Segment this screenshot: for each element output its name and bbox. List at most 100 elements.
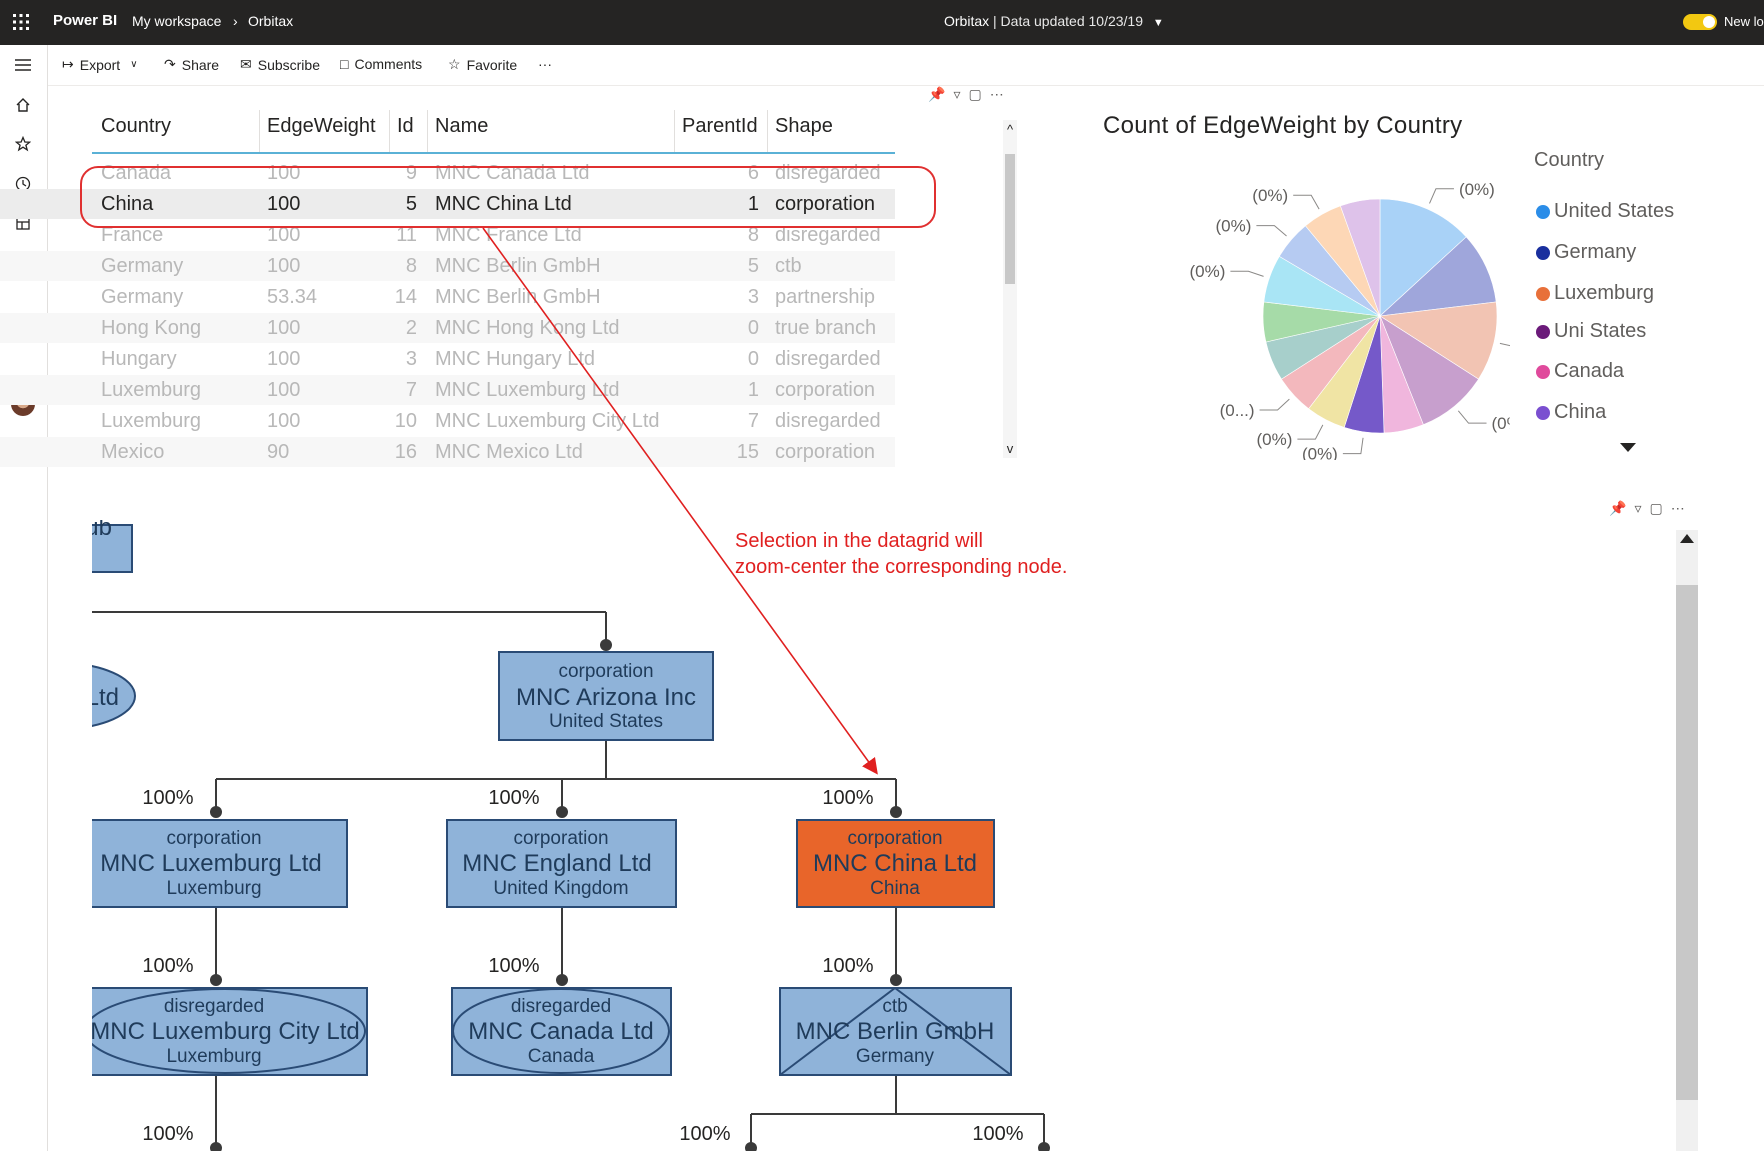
focus-mode-icon[interactable]: ▢ — [968, 86, 982, 102]
more-options-icon[interactable]: ⋯ — [1670, 500, 1685, 516]
app-launcher-icon[interactable] — [12, 13, 30, 31]
node-name-label: MNC Luxemburg City Ltd — [90, 1018, 359, 1045]
table-cell-id: 10 — [394, 410, 417, 432]
legend-more-icon[interactable] — [1620, 443, 1636, 452]
pie-slice[interactable] — [1379, 236, 1497, 317]
diagram-scrollbar[interactable] — [1676, 530, 1698, 1151]
legend-label: Canada — [1554, 360, 1625, 382]
node-mnc-canada-ltd[interactable]: disregarded MNC Canada Ltd Canada — [451, 987, 672, 1076]
filter-icon[interactable]: ▿ — [953, 86, 961, 102]
table-cell-id: 11 — [396, 224, 417, 246]
favorite-label: Favorite — [466, 56, 518, 73]
legend-item[interactable]: Luxemburg — [1536, 282, 1654, 305]
column-header-shape[interactable]: Shape — [775, 115, 833, 137]
legend-label: Germany — [1554, 241, 1637, 263]
node-name-label: MNC China Ltd — [813, 850, 977, 877]
table-cell-shape: partnership — [775, 286, 876, 308]
comments-button[interactable]: □ Comments — [340, 56, 422, 72]
column-separator[interactable] — [389, 110, 390, 152]
legend-item[interactable]: China — [1536, 401, 1606, 424]
more-options-button[interactable]: ··· — [538, 56, 552, 72]
edge-percent-label: 100% — [488, 955, 539, 977]
node-mnc-china-ltd-selected[interactable]: corporation MNC China Ltd China — [796, 819, 995, 908]
share-icon: ↷ — [164, 56, 176, 72]
column-separator[interactable] — [767, 110, 768, 152]
legend-item[interactable]: United States — [1536, 200, 1674, 223]
column-separator[interactable] — [259, 110, 260, 152]
pie-slice[interactable] — [1379, 301, 1498, 380]
column-header-parentid[interactable]: ParentId — [682, 115, 758, 137]
column-separator[interactable] — [427, 110, 428, 152]
new-look-toggle[interactable] — [1683, 14, 1717, 30]
export-button[interactable]: ↦ Export ∨ — [62, 56, 138, 73]
data-updated-label: Data updated 10/23/19 — [1000, 13, 1144, 29]
pin-icon[interactable]: 📌 — [928, 86, 946, 102]
favorites-star-icon[interactable] — [12, 133, 34, 155]
focus-mode-icon[interactable]: ▢ — [1649, 500, 1663, 516]
filter-icon[interactable]: ▿ — [1634, 500, 1642, 516]
subscribe-button[interactable]: ✉ Subscribe — [240, 56, 320, 73]
power-bi-logo[interactable]: Power BI — [53, 12, 118, 29]
node-mnc-arizona-inc[interactable]: corporation MNC Arizona Inc United State… — [498, 651, 714, 741]
share-button[interactable]: ↷ Share — [164, 56, 219, 73]
legend-item[interactable]: Germany — [1536, 241, 1636, 264]
table-cell-shape: corporation — [775, 379, 876, 401]
table-cell-country: France — [101, 224, 164, 246]
node-mnc-luxemburg-ltd[interactable]: corporation MNC Luxemburg Ltd Luxemburg — [84, 819, 348, 908]
legend-item[interactable]: Canada — [1536, 360, 1624, 383]
more-options-icon[interactable]: ⋯ — [989, 86, 1004, 102]
pie-slice[interactable] — [1379, 198, 1467, 317]
table-cell-name: MNC Berlin GmbH — [435, 286, 601, 308]
legend-title: Country — [1534, 149, 1605, 171]
node-country-label: Germany — [856, 1046, 935, 1067]
node-mnc-luxemburg-city-ltd[interactable]: disregarded MNC Luxemburg City Ltd Luxem… — [84, 987, 368, 1076]
scroll-up-icon[interactable]: ^ — [1006, 122, 1014, 137]
table-cell-shape: disregarded — [775, 348, 881, 370]
scroll-thumb[interactable] — [1676, 585, 1698, 1100]
table-cell-parent: 8 — [747, 224, 759, 246]
pie-data-label: (0...) — [1220, 401, 1255, 420]
home-icon[interactable] — [12, 94, 34, 116]
scroll-up-icon[interactable] — [1680, 534, 1694, 543]
legend-swatch — [1536, 286, 1550, 301]
table-cell-id: 2 — [405, 317, 417, 339]
partial-node-top[interactable]: ub — [70, 514, 133, 573]
partial-node-ellipse[interactable]: Ltd — [0, 663, 136, 729]
favorite-button[interactable]: ☆ Favorite — [448, 56, 517, 73]
diagram-visual-header-icons: 📌 ▿ ▢ ⋯ — [1609, 500, 1685, 517]
scroll-thumb[interactable] — [1005, 154, 1015, 284]
node-name-label: MNC Luxemburg Ltd — [100, 850, 321, 877]
scroll-down-icon[interactable]: v — [1006, 441, 1014, 456]
table-scrollbar[interactable]: ^ v — [1003, 120, 1017, 458]
table-cell-parent: 0 — [747, 348, 759, 370]
pie-slice[interactable] — [1379, 315, 1479, 426]
column-header-edgeweight[interactable]: EdgeWeight — [267, 115, 376, 137]
breadcrumb-workspace[interactable]: My workspace — [132, 13, 222, 29]
report-title-dropdown[interactable]: Orbitax | Data updated 10/23/19 ▼ — [944, 13, 1164, 29]
legend-item[interactable]: Uni States — [1536, 320, 1646, 343]
column-header-name[interactable]: Name — [435, 115, 489, 137]
breadcrumb-report[interactable]: Orbitax — [248, 13, 294, 29]
legend-swatch — [1536, 364, 1550, 379]
node-mnc-england-ltd[interactable]: corporation MNC England Ltd United Kingd… — [446, 819, 677, 908]
mail-icon: ✉ — [240, 56, 252, 72]
column-header-id[interactable]: Id — [397, 115, 414, 137]
pin-icon[interactable]: 📌 — [1609, 500, 1627, 516]
node-mnc-berlin-gmbh[interactable]: ctb MNC Berlin GmbH Germany — [779, 987, 1012, 1076]
pie-leader-line — [1342, 437, 1364, 455]
pie-data-label: (0%) — [1215, 217, 1251, 236]
hamburger-menu-icon[interactable] — [12, 54, 34, 76]
column-header-country[interactable]: Country — [101, 115, 172, 137]
pie-slice[interactable] — [1340, 198, 1381, 317]
column-separator[interactable] — [674, 110, 675, 152]
partial-node-label: ub — [85, 514, 112, 541]
